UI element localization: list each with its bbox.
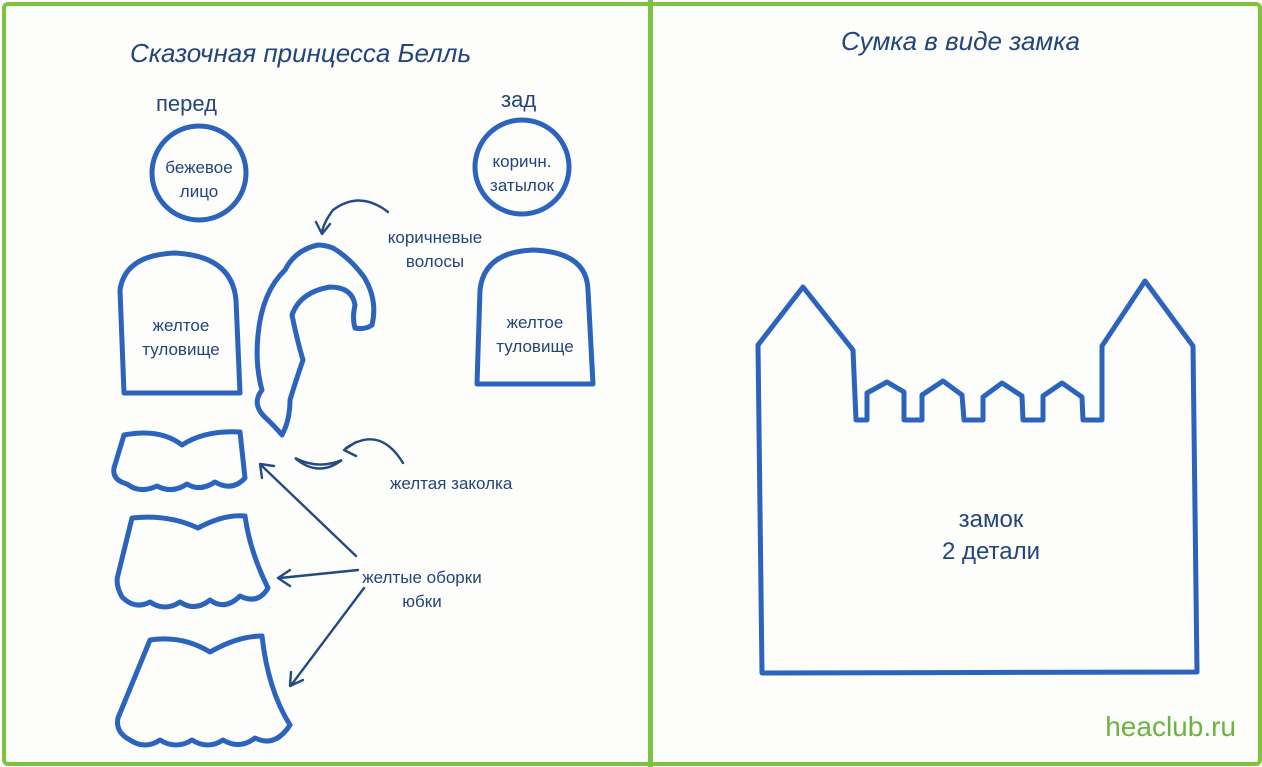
nape-label-line-2: затылок bbox=[490, 176, 554, 195]
face-circle bbox=[149, 123, 249, 223]
castle-label-line-1: замок bbox=[958, 506, 1024, 533]
ruffle-1-shape bbox=[111, 429, 248, 492]
castle-title: Сумка в виде замка bbox=[841, 26, 1080, 56]
nape-circle bbox=[472, 117, 572, 217]
face-label-line-2: лицо bbox=[179, 182, 219, 201]
ruffles-label-line-1: желтые оборки bbox=[362, 568, 482, 587]
nape-label-line-1: коричн. bbox=[492, 152, 552, 171]
belle-panel: Сказочная принцесса Белль перед зад беже… bbox=[6, 6, 648, 758]
face-label: бежевое лицо bbox=[152, 156, 246, 204]
front-label: перед bbox=[156, 91, 217, 116]
ruffle-3-shape bbox=[115, 633, 293, 748]
ruffles-label: желтые оборки юбки bbox=[358, 566, 486, 614]
face-label-line-1: бежевое bbox=[165, 158, 233, 177]
ruffle-arrow-3-head bbox=[288, 670, 305, 688]
ruffle-arrow-2 bbox=[278, 568, 360, 580]
hair-label-line-1: коричневые bbox=[387, 228, 483, 247]
castle-label-line-2: 2 детали bbox=[941, 538, 1041, 565]
hair-label-line-2: волосы bbox=[405, 252, 465, 271]
torso-front-label-line-2: туловище bbox=[142, 340, 220, 359]
hair-arrow-head bbox=[314, 220, 332, 236]
panel-divider bbox=[648, 0, 653, 767]
torso-back-label: желтое туловище bbox=[478, 311, 592, 359]
ruffle-arrow-2-head bbox=[276, 568, 292, 588]
torso-front-label-line-1: желтое bbox=[152, 316, 210, 335]
clip-label: желтая заколка bbox=[390, 474, 513, 493]
ruffles-label-line-2: юбки bbox=[402, 592, 442, 611]
ruffle-arrow-1 bbox=[260, 464, 358, 558]
castle-label: замок 2 детали bbox=[891, 504, 1091, 568]
torso-front-shape bbox=[117, 250, 243, 396]
belle-title: Сказочная принцесса Белль bbox=[130, 38, 472, 68]
castle-shape bbox=[755, 278, 1200, 676]
brand-watermark[interactable]: heaclub.ru bbox=[1105, 711, 1236, 742]
hair-shape bbox=[254, 242, 377, 438]
torso-back-label-line-2: туловище bbox=[496, 337, 574, 356]
torso-back-label-line-1: желтое bbox=[506, 313, 564, 332]
hair-arrow bbox=[320, 199, 390, 234]
ruffle-arrow-3 bbox=[290, 586, 366, 686]
nape-label: коричн. затылок bbox=[475, 150, 569, 198]
torso-front-label: желтое туловище bbox=[124, 314, 238, 362]
ruffle-arrow-1-head bbox=[258, 462, 276, 480]
clip-shape bbox=[294, 456, 343, 470]
castle-panel: Сумка в виде замка замок 2 детали bbox=[653, 6, 1254, 758]
clip-arrow-head bbox=[342, 440, 358, 458]
back-label: зад bbox=[501, 87, 537, 112]
torso-back-shape bbox=[474, 247, 596, 387]
ruffle-2-shape bbox=[114, 513, 271, 610]
hair-label: коричневые волосы bbox=[374, 226, 496, 274]
